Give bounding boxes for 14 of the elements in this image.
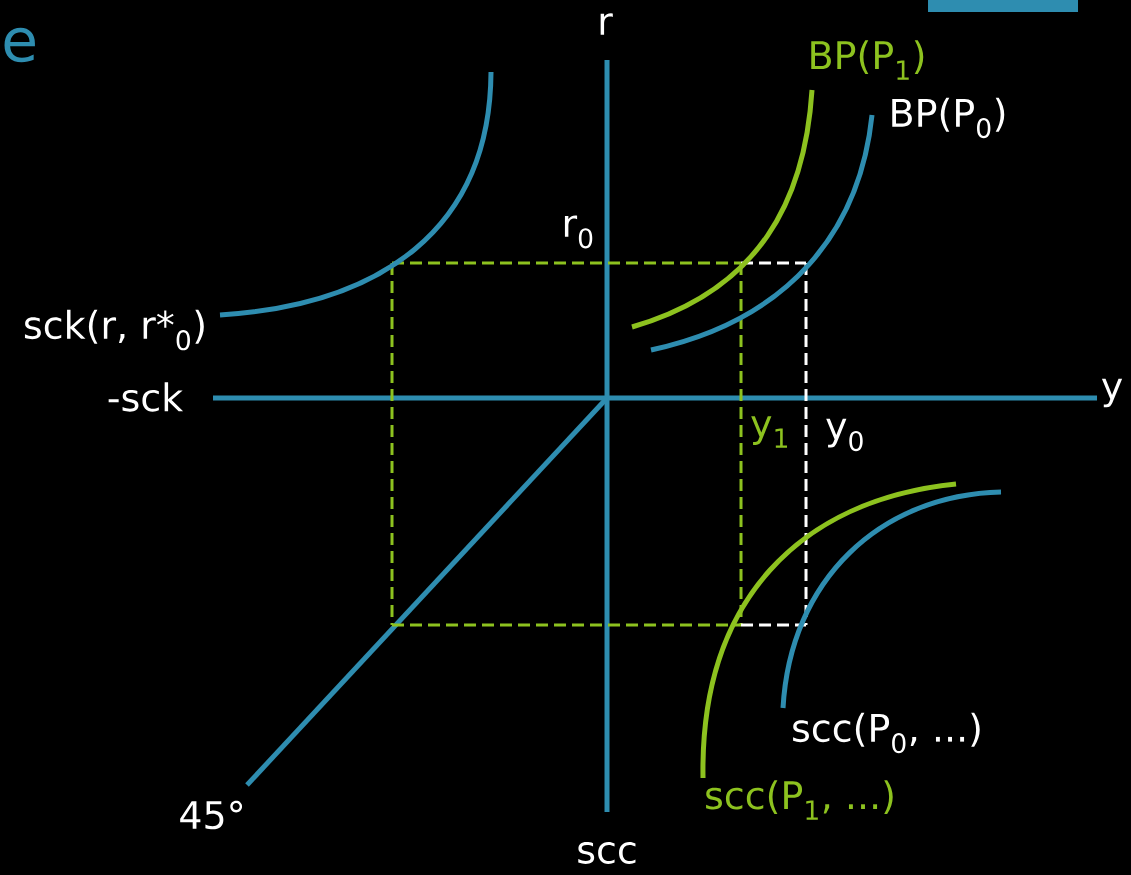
axis-label: sck(r, r*$_{0}$)	[24, 309, 204, 351]
axis-label: scc	[578, 842, 636, 864]
axis-label: r$_{0}$	[564, 215, 593, 249]
axis-label: -sck	[108, 382, 184, 412]
axis-label: scc(P$_{1}$, ...)	[706, 780, 893, 820]
title-fragment: e	[4, 27, 35, 63]
axis-label: BP(P$_{0}$)	[892, 97, 1005, 139]
axis-label: y$_{1}$	[751, 416, 787, 448]
axis-label: y	[1101, 378, 1123, 408]
axis-label: BP(P$_{1}$)	[811, 40, 924, 80]
axis-label: 45°	[180, 800, 243, 830]
axis-label: scc(P$_{0}$, ...)	[793, 712, 980, 754]
axis-label: r	[600, 13, 613, 35]
axis-label: y$_{0}$	[826, 418, 863, 452]
